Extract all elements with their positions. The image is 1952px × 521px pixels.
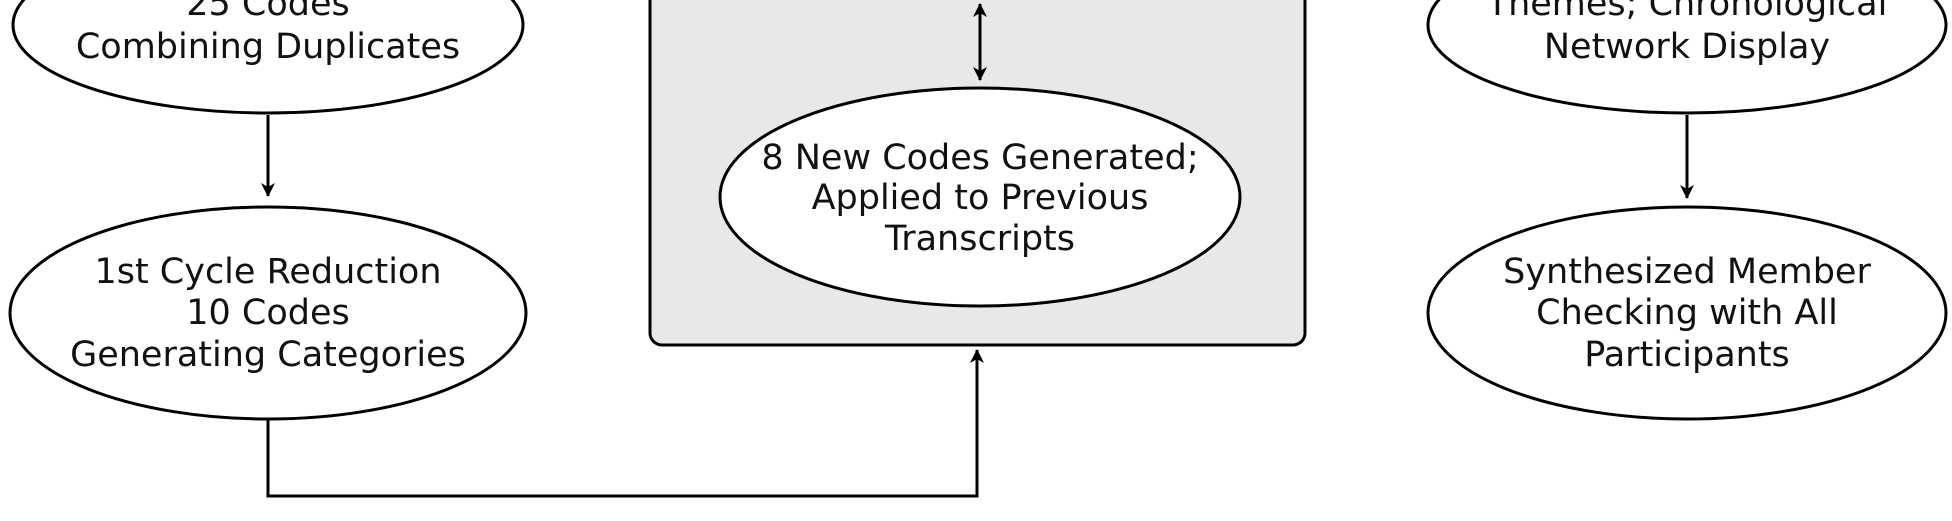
new-codes-node [718,86,1242,308]
member-checking-line3: Participants [1584,335,1790,375]
member-checking-line1: Synthesized Member [1503,252,1871,292]
member-checking-line2: Checking with All [1536,293,1838,333]
new-codes-line3: Transcripts [884,219,1075,259]
new-codes-line1: 8 New Codes Generated; [761,138,1198,178]
chronological-network-node [1426,0,1948,115]
chronological-line1: Themes; Chronological [1486,0,1888,24]
chronological-line2: Network Display [1544,27,1830,67]
first-cycle-line1: 1st Cycle Reduction [94,252,441,292]
new-codes-line2: Applied to Previous [812,178,1149,218]
arrow-reduction-to-process-box [266,349,984,498]
combining-duplicates-line2: Combining Duplicates [76,27,460,67]
combining-duplicates-line1: 25 Codes [186,0,350,24]
combining-duplicates-node [11,0,525,115]
member-checking-node [1426,205,1948,421]
first-cycle-line2: 10 Codes [186,293,350,333]
first-cycle-line3: Generating Categories [70,335,466,375]
first-cycle-reduction-node [8,205,528,421]
